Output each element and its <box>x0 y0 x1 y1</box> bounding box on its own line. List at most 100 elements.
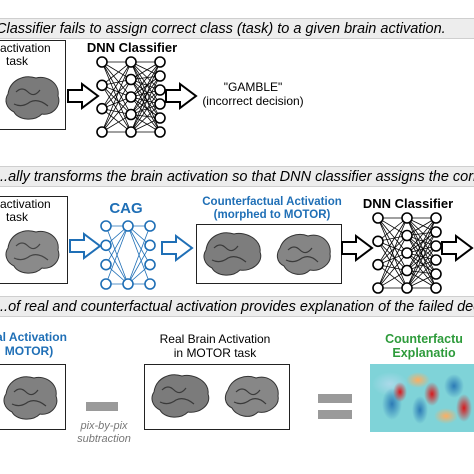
network-node <box>125 108 137 121</box>
network-edge <box>406 235 437 289</box>
section3-real-brain-right <box>224 376 279 417</box>
section3-counterfactual-brain <box>3 376 58 420</box>
network-node <box>96 79 108 92</box>
section3-real-brain-left <box>151 374 210 418</box>
network-node <box>122 278 134 290</box>
network-node <box>125 56 137 68</box>
section2-arrow-to-classifier <box>341 234 374 262</box>
network-node <box>125 126 137 138</box>
section3-real-label-line1: Real Brain Activation <box>159 332 271 346</box>
network-node <box>154 56 166 68</box>
network-edge <box>105 225 129 265</box>
network-edge <box>130 61 161 98</box>
network-edge <box>406 245 437 271</box>
network-edge <box>105 245 129 285</box>
network-edge <box>406 252 437 289</box>
network-edge <box>130 96 161 119</box>
explanation-label: Counterfactu Explanatio <box>370 332 474 360</box>
network-node <box>144 239 156 252</box>
network-edge <box>406 231 437 289</box>
section2-banner: ...ally transforms the brain activation … <box>0 166 474 187</box>
network-node <box>430 226 442 238</box>
section2-input-label-line2: task <box>6 210 29 224</box>
network-edge <box>406 217 437 271</box>
network-edge <box>406 245 437 289</box>
network-node <box>144 220 156 232</box>
network-node <box>401 247 413 259</box>
network-edge <box>377 264 408 289</box>
section1-decision-note: (incorrect decision) <box>202 94 304 108</box>
network-edge <box>406 231 437 254</box>
network-edge <box>101 61 132 133</box>
network-edge <box>377 252 408 289</box>
section1-input-label-line2: task <box>6 54 29 68</box>
network-edge <box>377 241 408 289</box>
equals-sign <box>318 394 352 419</box>
section2-brain-image <box>5 230 60 274</box>
network-node <box>125 91 137 103</box>
network-edge <box>101 61 132 109</box>
section3-cf-label-line1: al Activation <box>0 330 67 344</box>
network-edge <box>377 241 408 271</box>
network-node <box>372 258 384 271</box>
network-edge <box>101 61 132 98</box>
network-node <box>96 102 108 115</box>
network-edge <box>101 96 132 133</box>
network-node <box>430 268 442 280</box>
network-node <box>122 220 134 232</box>
section1-dnn-network <box>96 56 166 138</box>
network-node <box>401 212 413 224</box>
explanation-label-line1: Counterfactu <box>385 332 463 346</box>
network-node <box>96 126 108 138</box>
network-node <box>144 278 156 290</box>
network-edge <box>127 245 151 285</box>
network-node <box>154 70 166 82</box>
section1-input-label: activation task <box>0 42 51 68</box>
network-node <box>144 258 156 271</box>
network-edge <box>101 85 132 133</box>
cag-title: CAG <box>109 200 143 217</box>
network-node <box>100 258 112 271</box>
network-edge <box>406 217 437 254</box>
network-node <box>96 56 108 68</box>
counterfactual-brain-right <box>276 234 331 275</box>
network-edge <box>377 217 408 265</box>
section2-arrow-to-cag <box>69 232 102 260</box>
network-edge <box>377 235 408 265</box>
network-edge <box>130 79 161 119</box>
section2-dnn-network <box>372 212 442 294</box>
section3-real-label: Real Brain Activation in MOTOR task <box>140 332 290 360</box>
counterfactual-title-line2: (morphed to MOTOR) <box>213 209 331 221</box>
section2-arrow-to-output <box>441 234 474 262</box>
network-node <box>401 229 413 242</box>
section1-input-label-line1: activation <box>0 41 51 55</box>
network-node <box>430 254 442 266</box>
network-edge <box>377 217 408 271</box>
network-edge <box>101 108 132 133</box>
counterfactual-title-line1: Counterfactual Activation <box>202 196 342 208</box>
section3-real-label-line2: in MOTOR task <box>173 346 257 360</box>
section2-arrow-to-counterfactual <box>161 234 194 262</box>
network-edge <box>130 89 161 115</box>
section3-cf-label-line2: MOTOR) <box>4 344 54 358</box>
network-node <box>100 220 112 232</box>
network-edge <box>101 61 132 115</box>
network-edge <box>130 75 161 115</box>
network-node <box>401 264 413 277</box>
network-edge <box>406 231 437 271</box>
network-edge <box>127 225 151 265</box>
subtraction-caption: pix-by-pix subtraction <box>62 420 146 446</box>
network-edge <box>406 235 437 275</box>
network-edge <box>377 217 408 254</box>
section1-arrow-to-decision <box>165 82 198 110</box>
explanation-heatmap <box>370 364 474 432</box>
network-node <box>154 98 166 110</box>
section2-input-label-line1: activation <box>0 197 51 211</box>
section2-classifier-title: DNN Classifier <box>362 196 454 211</box>
network-node <box>430 212 442 224</box>
section3-banner: ...of real and counterfactual activation… <box>0 296 474 317</box>
network-node <box>125 73 137 86</box>
network-node <box>100 278 112 290</box>
network-edge <box>101 61 132 86</box>
network-edge <box>105 225 129 285</box>
